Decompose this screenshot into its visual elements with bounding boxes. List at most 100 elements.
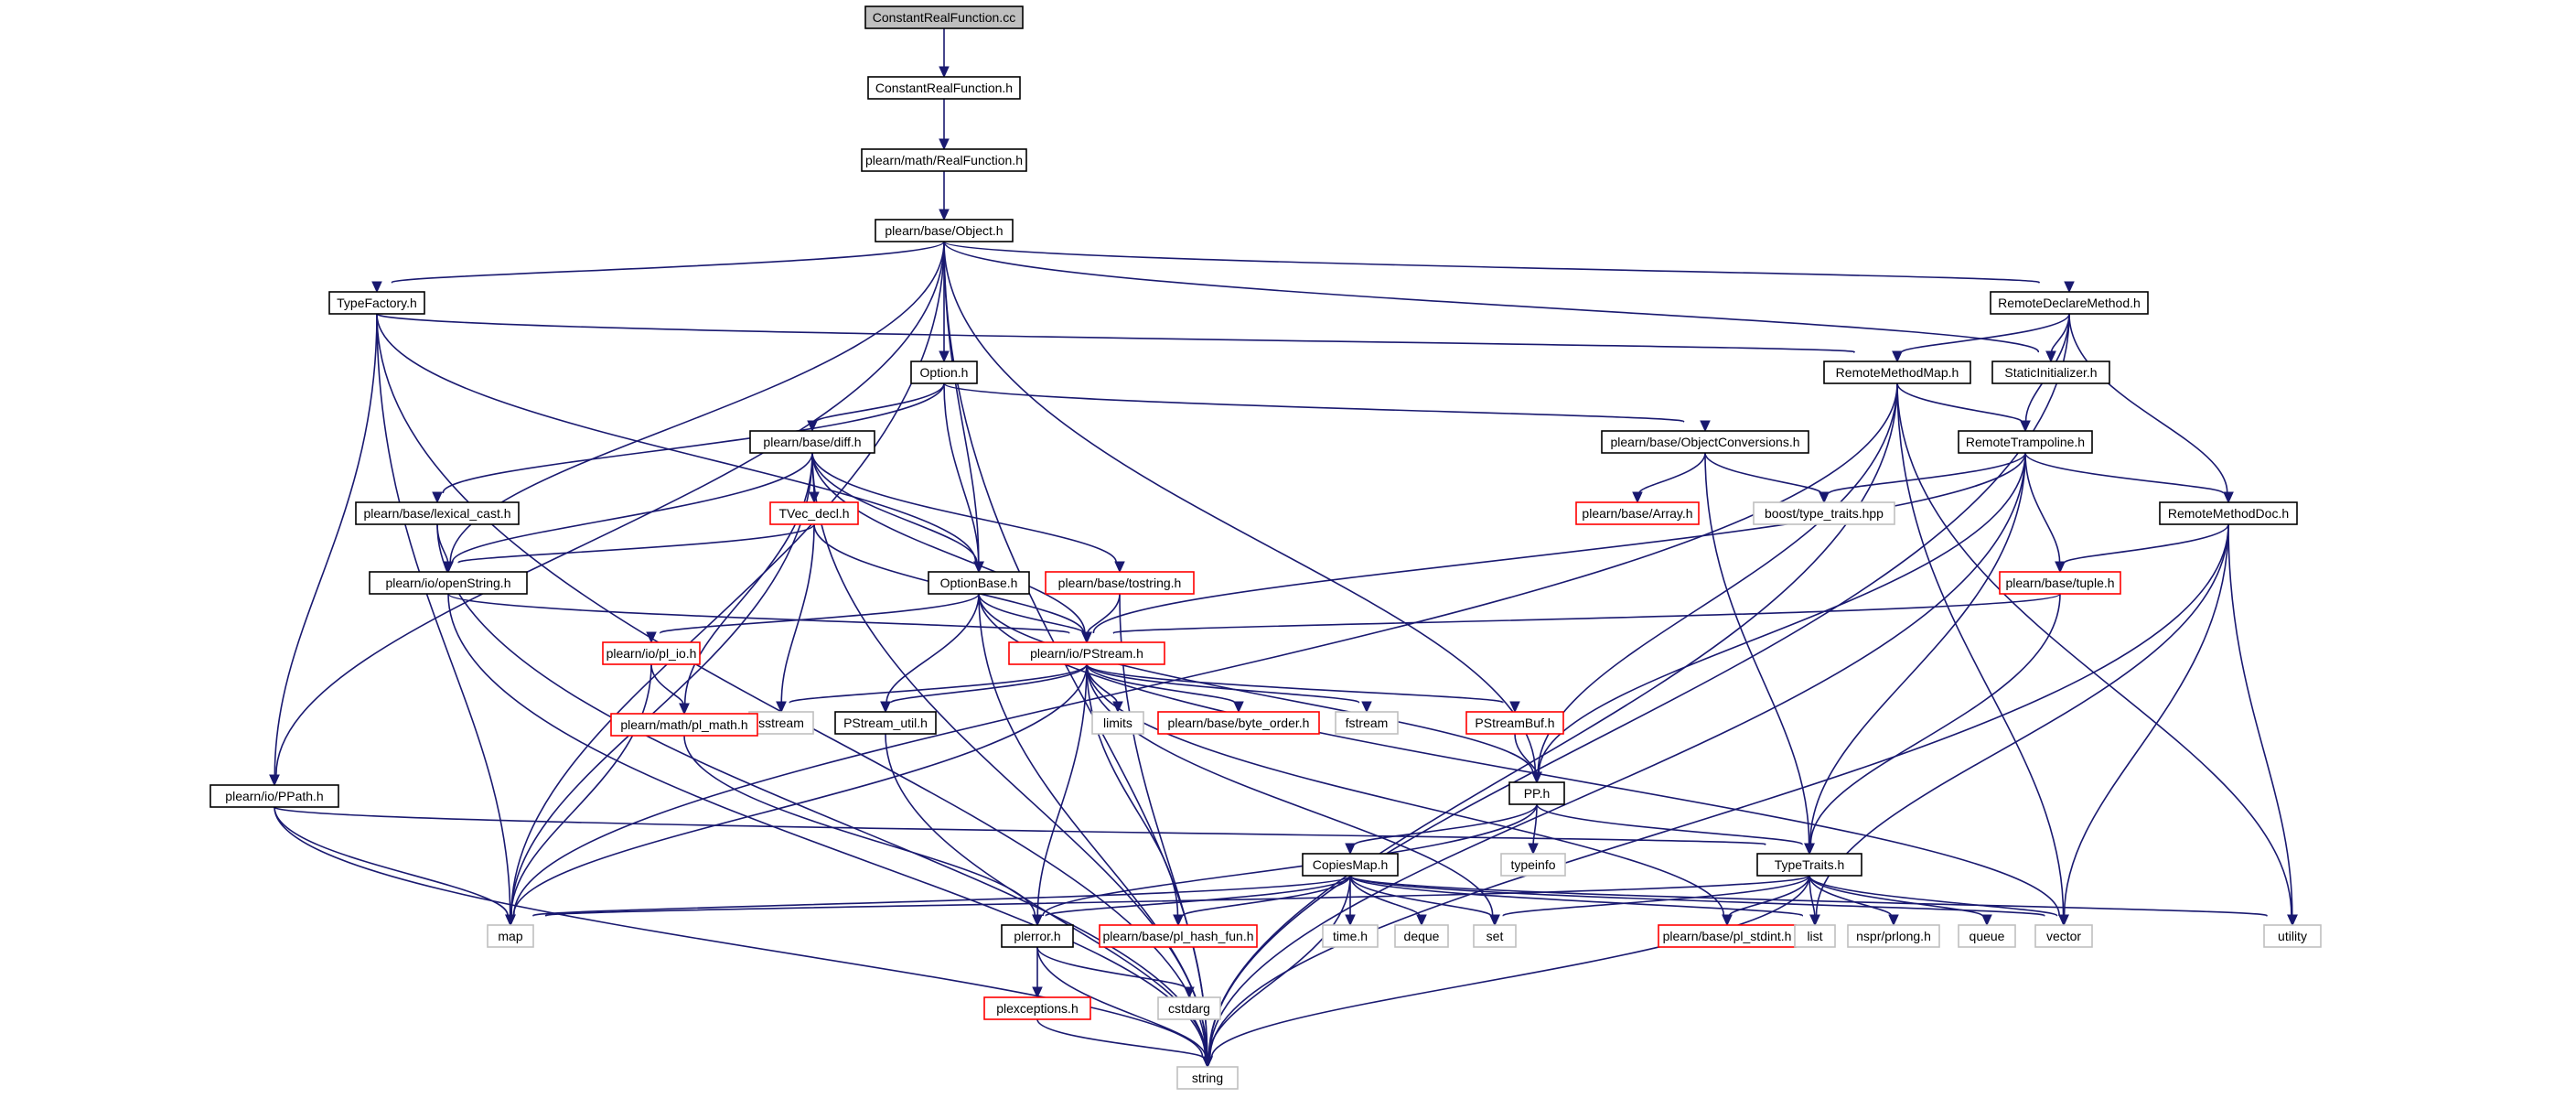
node-plerror[interactable]: plerror.h — [1001, 924, 1074, 948]
node-remotetramp[interactable]: RemoteTrampoline.h — [1958, 430, 2093, 454]
node-optionbase[interactable]: OptionBase.h — [928, 571, 1030, 595]
edge-copiesmap-to-plhashfun — [1173, 875, 1351, 927]
node-label: RemoteTrampoline.h — [1966, 435, 2085, 449]
node-pstreambuf[interactable]: PStreamBuf.h — [1465, 711, 1564, 735]
node-sstream[interactable]: sstream — [748, 711, 814, 735]
node-box — [355, 501, 520, 525]
node-remotedeclare[interactable]: RemoteDeclareMethod.h — [1990, 291, 2149, 315]
node-object[interactable]: plearn/base/Object.h — [875, 219, 1014, 242]
node-lexcast[interactable]: plearn/base/lexical_cast.h — [355, 501, 520, 525]
node-realfunc[interactable]: plearn/math/RealFunction.h — [861, 148, 1027, 172]
node-remotemethodmap[interactable]: RemoteMethodMap.h — [1823, 361, 1971, 384]
node-vector[interactable]: vector — [2034, 924, 2093, 948]
node-option[interactable]: Option.h — [910, 361, 978, 384]
node-map[interactable]: map — [487, 924, 534, 948]
node-plio[interactable]: plearn/io/pl_io.h — [602, 641, 701, 665]
node-byteorder[interactable]: plearn/base/byte_order.h — [1157, 711, 1320, 735]
node-fstream[interactable]: fstream — [1335, 711, 1399, 735]
arrowhead — [1345, 843, 1356, 856]
edge-pstream-to-map — [505, 663, 1088, 927]
node-typefactory[interactable]: TypeFactory.h — [328, 291, 425, 315]
node-queue[interactable]: queue — [1958, 924, 2016, 948]
node-box — [1091, 711, 1144, 735]
node-box — [867, 76, 1021, 100]
node-boost[interactable]: boost/type_traits.hpp — [1753, 501, 1895, 525]
node-box — [328, 291, 425, 315]
node-plexceptions[interactable]: plexceptions.h — [983, 996, 1091, 1020]
edge-diff-to-tostring — [811, 452, 1125, 574]
edge-plerror-to-cstdarg — [1036, 946, 1195, 999]
node-label: utility — [2278, 929, 2307, 943]
arrowhead — [2287, 914, 2298, 927]
edge-cc-to-crf_h — [939, 27, 950, 79]
edge-typefactory-to-optionbase — [376, 313, 984, 574]
arrowhead — [2020, 420, 2031, 433]
node-plstdint[interactable]: plearn/base/pl_stdint.h — [1658, 924, 1797, 948]
node-deque[interactable]: deque — [1394, 924, 1449, 948]
edge-typefactory-to-ppath — [269, 313, 378, 787]
edge-tvecdecl-to-openstring — [443, 523, 815, 574]
node-label: TypeFactory.h — [337, 296, 417, 310]
edge-remotedeclare-to-remotemethodmap — [1892, 313, 2070, 363]
node-openstring[interactable]: plearn/io/openString.h — [369, 571, 528, 595]
node-pp[interactable]: PP.h — [1508, 781, 1565, 805]
node-box — [834, 711, 937, 735]
arrowhead — [1981, 914, 1992, 927]
edge-typetraits-to-plstdint — [1722, 875, 1810, 927]
node-box — [2034, 924, 2093, 948]
node-box — [1990, 291, 2149, 315]
node-box — [1322, 924, 1379, 948]
node-tostring[interactable]: plearn/base/tostring.h — [1045, 571, 1195, 595]
node-list[interactable]: list — [1794, 924, 1836, 948]
node-remotemethoddoc[interactable]: RemoteMethodDoc.h — [2159, 501, 2298, 525]
node-label: RemoteMethodMap.h — [1836, 365, 1959, 380]
node-label: sstream — [758, 716, 804, 730]
node-label: plearn/base/tuple.h — [2005, 576, 2114, 590]
edge-copiesmap-to-deque — [1349, 875, 1427, 927]
edge-object-to-typefactory — [371, 241, 945, 294]
node-tuple[interactable]: plearn/base/tuple.h — [1999, 571, 2121, 595]
arrowhead — [1173, 914, 1184, 927]
node-array[interactable]: plearn/base/Array.h — [1575, 501, 1700, 525]
node-limits[interactable]: limits — [1091, 711, 1144, 735]
node-set[interactable]: set — [1473, 924, 1517, 948]
node-nspr[interactable]: nspr/prlong.h — [1847, 924, 1940, 948]
node-cstdarg[interactable]: cstdarg — [1157, 996, 1221, 1020]
edge-diff-to-pstream — [811, 452, 1092, 644]
edge-remotemethoddoc-to-tuple — [2055, 523, 2229, 574]
node-typeinfo[interactable]: typeinfo — [1500, 853, 1566, 877]
node-string[interactable]: string — [1176, 1066, 1239, 1090]
node-utility[interactable]: utility — [2263, 924, 2322, 948]
node-plmath[interactable]: plearn/math/pl_math.h — [610, 713, 758, 737]
node-staticinit[interactable]: StaticInitializer.h — [1991, 361, 2110, 384]
arrowhead — [1032, 914, 1043, 927]
node-diff[interactable]: plearn/base/diff.h — [749, 430, 875, 454]
node-pstream[interactable]: plearn/io/PStream.h — [1008, 641, 1165, 665]
node-label: fstream — [1346, 716, 1389, 730]
node-box — [1473, 924, 1517, 948]
arrowhead — [646, 631, 657, 644]
edge-typetraits-to-map — [505, 875, 1810, 927]
edge-remotemethodmap-to-vector — [1896, 382, 2069, 927]
node-timeh[interactable]: time.h — [1322, 924, 1379, 948]
node-plhashfun[interactable]: plearn/base/pl_hash_fun.h — [1099, 924, 1258, 948]
node-label: cstdarg — [1168, 1001, 1210, 1016]
node-pstreamutil[interactable]: PStream_util.h — [834, 711, 937, 735]
node-crf_h[interactable]: ConstantRealFunction.h — [867, 76, 1021, 100]
node-typetraits[interactable]: TypeTraits.h — [1756, 853, 1862, 877]
node-box — [1157, 711, 1320, 735]
edge-diff-to-map — [505, 452, 813, 927]
arrowhead — [2058, 914, 2069, 927]
node-objconv[interactable]: plearn/base/ObjectConversions.h — [1601, 430, 1809, 454]
node-tvecdecl[interactable]: TVec_decl.h — [769, 501, 859, 525]
node-box — [602, 641, 701, 665]
node-cc[interactable]: ConstantRealFunction.cc — [864, 5, 1024, 29]
node-ppath[interactable]: plearn/io/PPath.h — [209, 784, 339, 808]
arrowhead — [1888, 914, 1899, 927]
edges-layer — [269, 27, 2298, 1069]
node-label: deque — [1404, 929, 1440, 943]
arrowhead — [939, 209, 950, 221]
arrowhead — [443, 561, 454, 574]
node-copiesmap[interactable]: CopiesMap.h — [1302, 853, 1399, 877]
node-box — [1465, 711, 1564, 735]
